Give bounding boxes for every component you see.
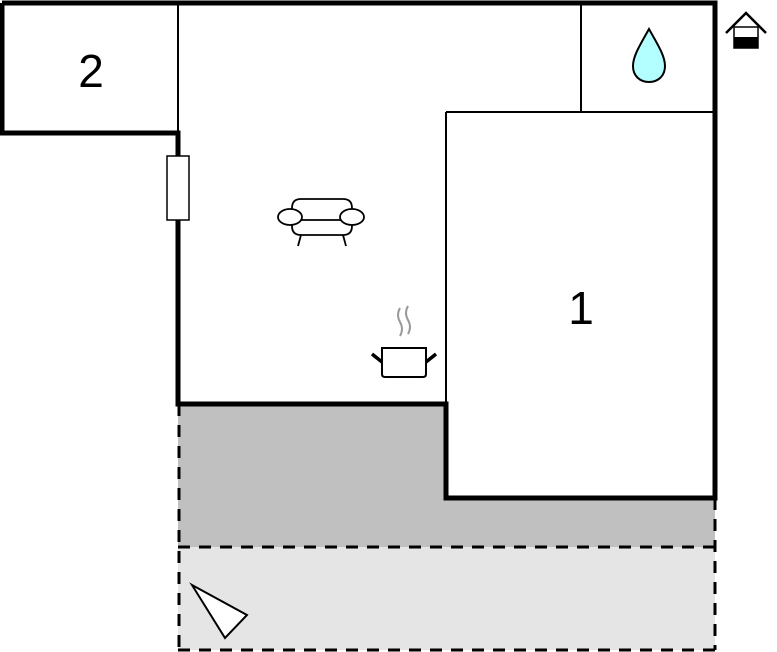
room-2-label: 2: [78, 45, 104, 97]
house-icon: [725, 11, 767, 49]
door-icon: [166, 155, 190, 221]
terrace-outline: [177, 404, 717, 652]
room-1-fill: [446, 112, 715, 498]
interior-walls: [177, 3, 715, 404]
cooking-pot-icon: [370, 305, 438, 378]
compass-arrow-icon: [189, 582, 249, 640]
armchair-icon: [277, 198, 365, 247]
open-terrace: [178, 547, 715, 650]
water-drop-icon: [631, 26, 667, 84]
room-1-label: 1: [568, 282, 594, 334]
